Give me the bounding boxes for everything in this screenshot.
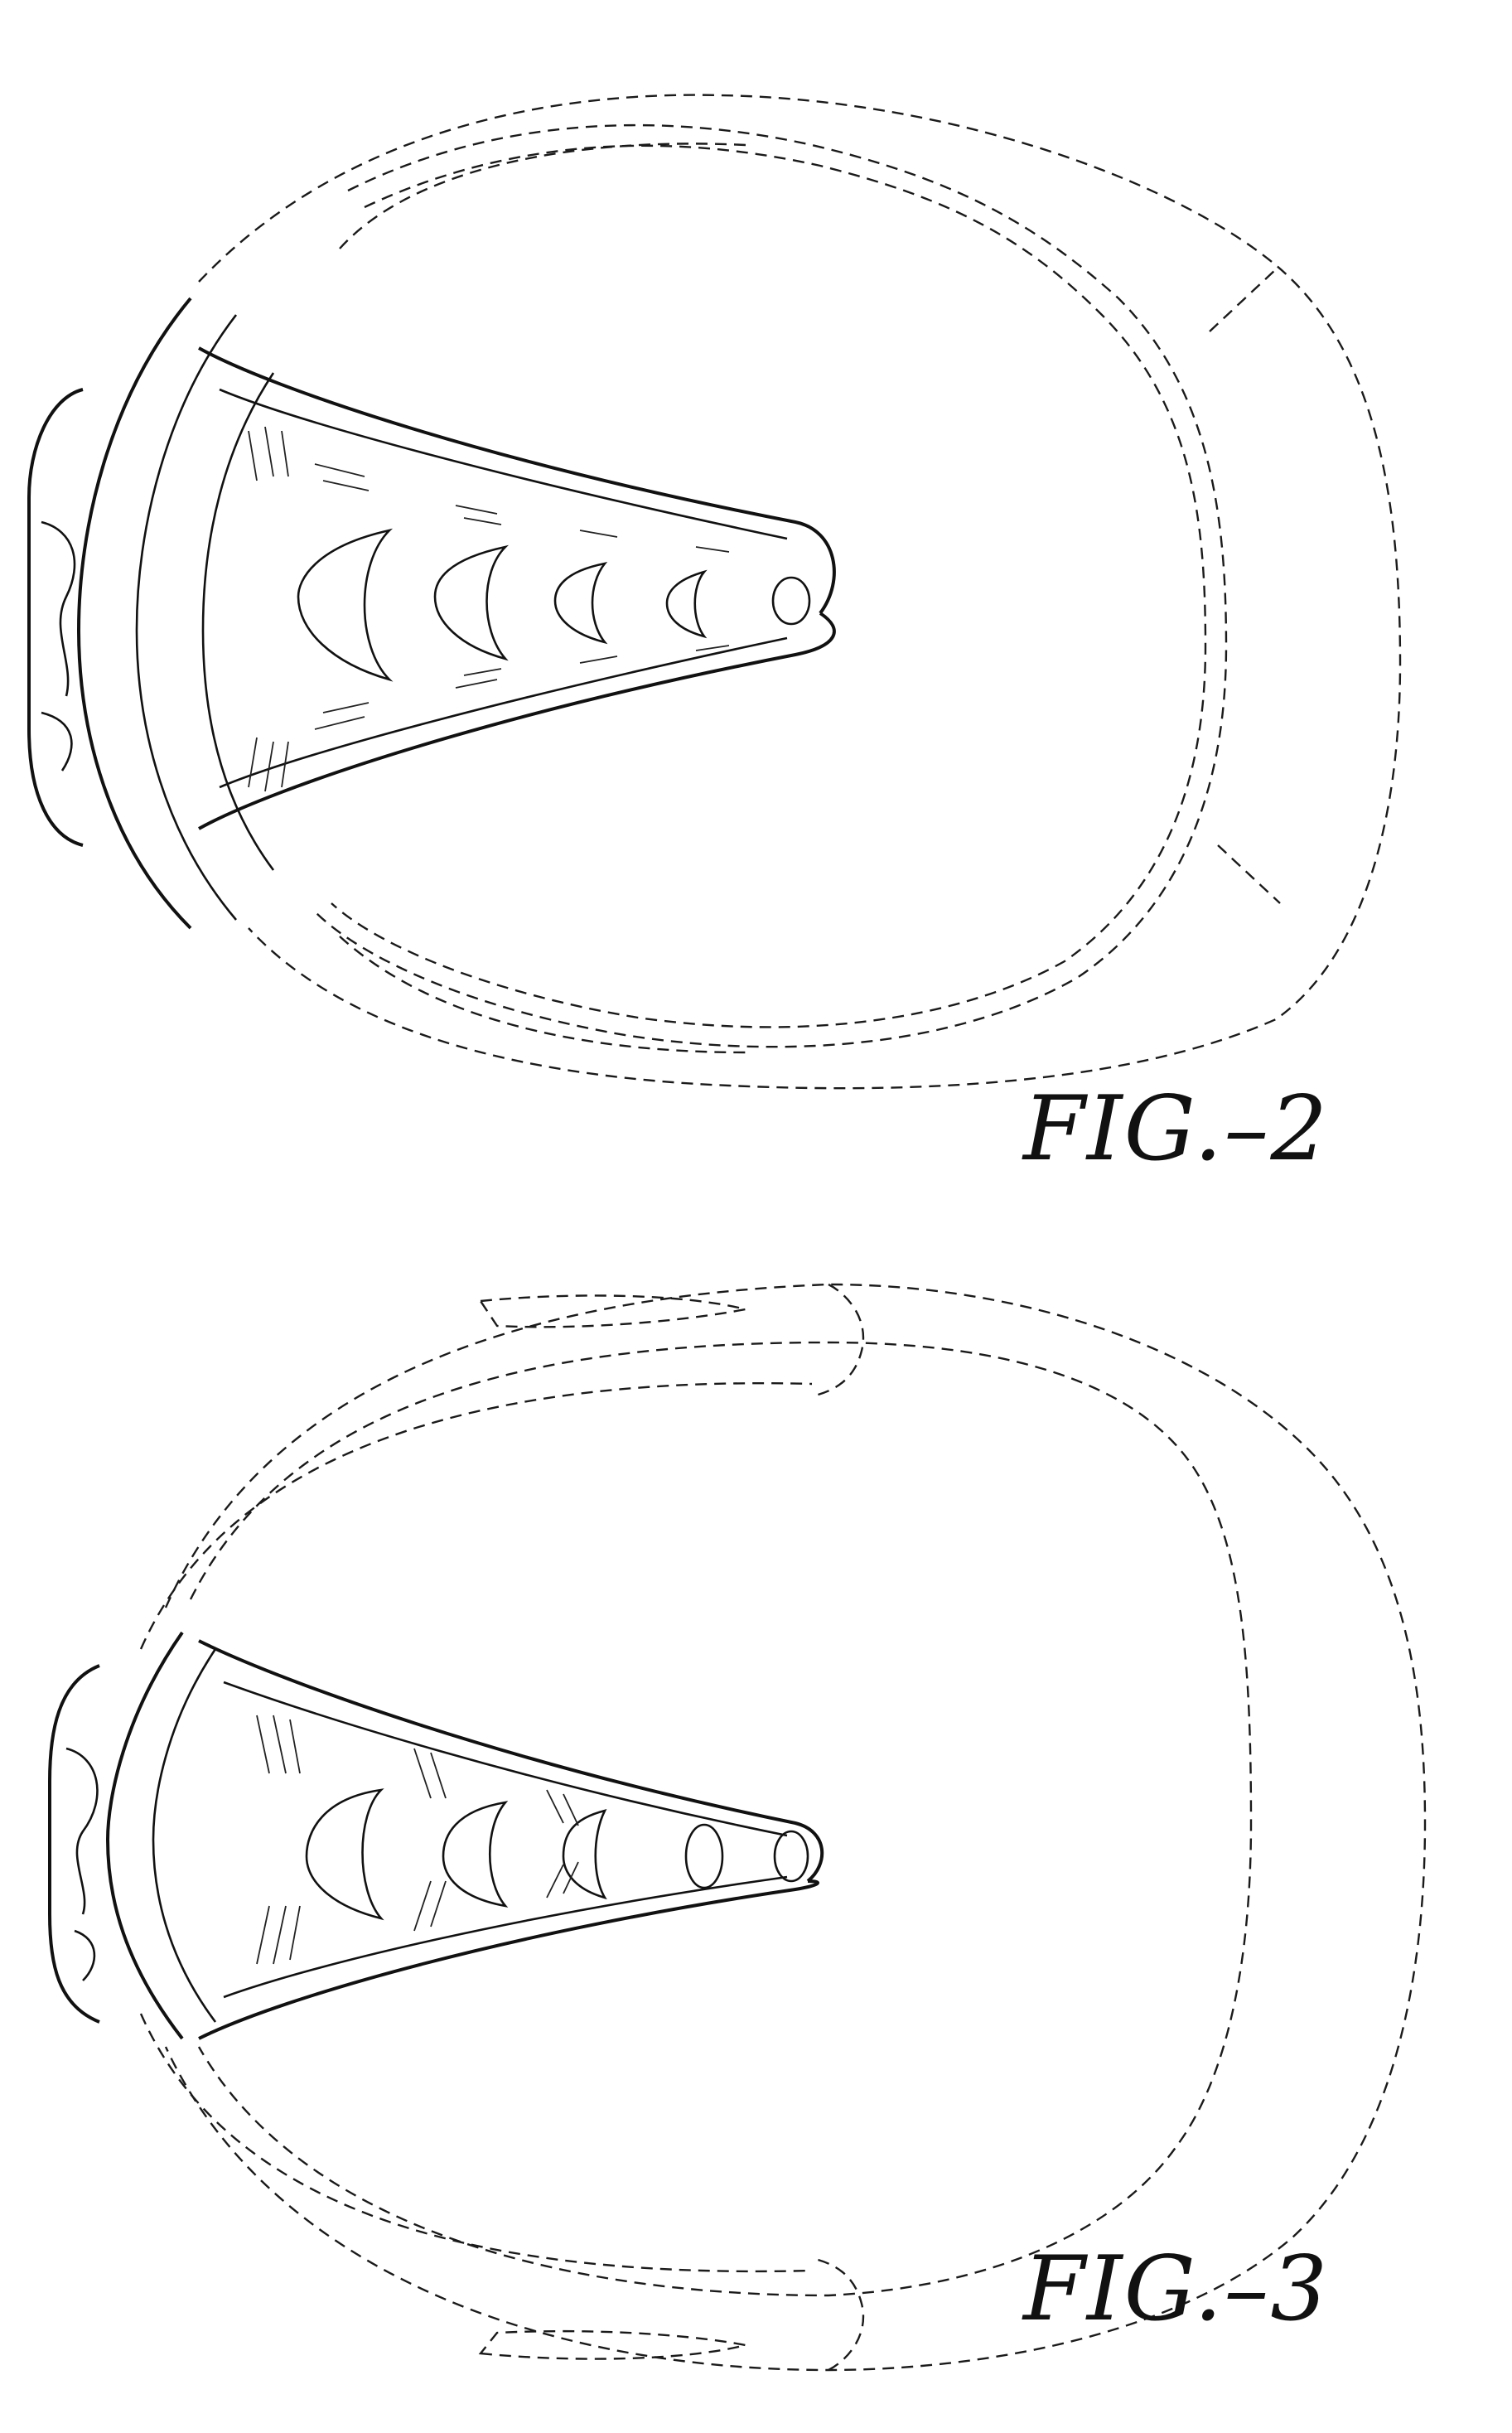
center-ridge-bottom: [199, 613, 834, 829]
shell-band-line-bottom: [141, 2014, 812, 2271]
vent-2: [443, 1802, 505, 1906]
vent-3: [563, 1811, 605, 1898]
vent-4: [667, 572, 704, 636]
vent-5: [775, 1831, 808, 1881]
rear-knob-detail-2: [75, 1931, 94, 1981]
rear-band-outer: [79, 298, 191, 928]
vent-3: [555, 564, 605, 642]
vent-4: [686, 1825, 722, 1888]
shell-outline-outer: [166, 1284, 1425, 2370]
slot-bottom: [481, 2331, 746, 2358]
center-ridge-inner-bottom: [220, 638, 787, 787]
slot-top: [481, 1295, 746, 1327]
center-ridge-top: [199, 1641, 822, 1881]
rear-band-outer: [108, 1632, 182, 2039]
shading-hatch: [249, 427, 729, 791]
figure-3: FIG.–3: [0, 1218, 1512, 2433]
shell-outline-inner-2: [331, 146, 1205, 1028]
vents-group: [298, 530, 809, 680]
vent-1: [307, 1790, 381, 1918]
figure-2: FIG.–2: [0, 0, 1512, 1218]
brim-segment-bottom: [1218, 845, 1280, 903]
center-ridge-bottom: [199, 1881, 818, 2039]
center-ridge-inner-top: [220, 389, 787, 539]
shell-band-line: [141, 1383, 812, 1649]
rear-knob-detail-1: [66, 1749, 97, 1914]
rear-knob-detail-2: [41, 713, 71, 771]
figure-2-label: FIG.–2: [1023, 1077, 1329, 1181]
shell-outline-inner: [191, 1342, 1251, 2295]
vent-2: [435, 547, 505, 659]
rear-band-inner: [137, 315, 236, 920]
vent-5: [773, 578, 809, 624]
vent-1: [298, 530, 389, 680]
rear-knob-outline: [29, 389, 83, 845]
rear-band-inner: [153, 1649, 215, 2022]
figure-3-label: FIG.–3: [1023, 2237, 1329, 2341]
rear-band-inner-2: [203, 373, 273, 870]
shell-outline-outer: [199, 95, 1400, 1089]
crest-groove-top: [340, 143, 746, 249]
rear-knob-detail-1: [41, 522, 75, 696]
figure-2-drawing: [0, 0, 1512, 1218]
brim-segment-top: [1210, 269, 1276, 331]
center-ridge-inner-top: [224, 1682, 787, 1836]
shading-hatch: [257, 1715, 578, 1964]
shell-outline-inner: [315, 125, 1226, 1047]
notch-bottom: [812, 2258, 863, 2370]
center-ridge-inner-bottom: [224, 1877, 787, 1997]
center-ridge-top: [199, 348, 834, 613]
crest-groove-bottom: [340, 936, 746, 1052]
notch-top: [812, 1284, 863, 1396]
